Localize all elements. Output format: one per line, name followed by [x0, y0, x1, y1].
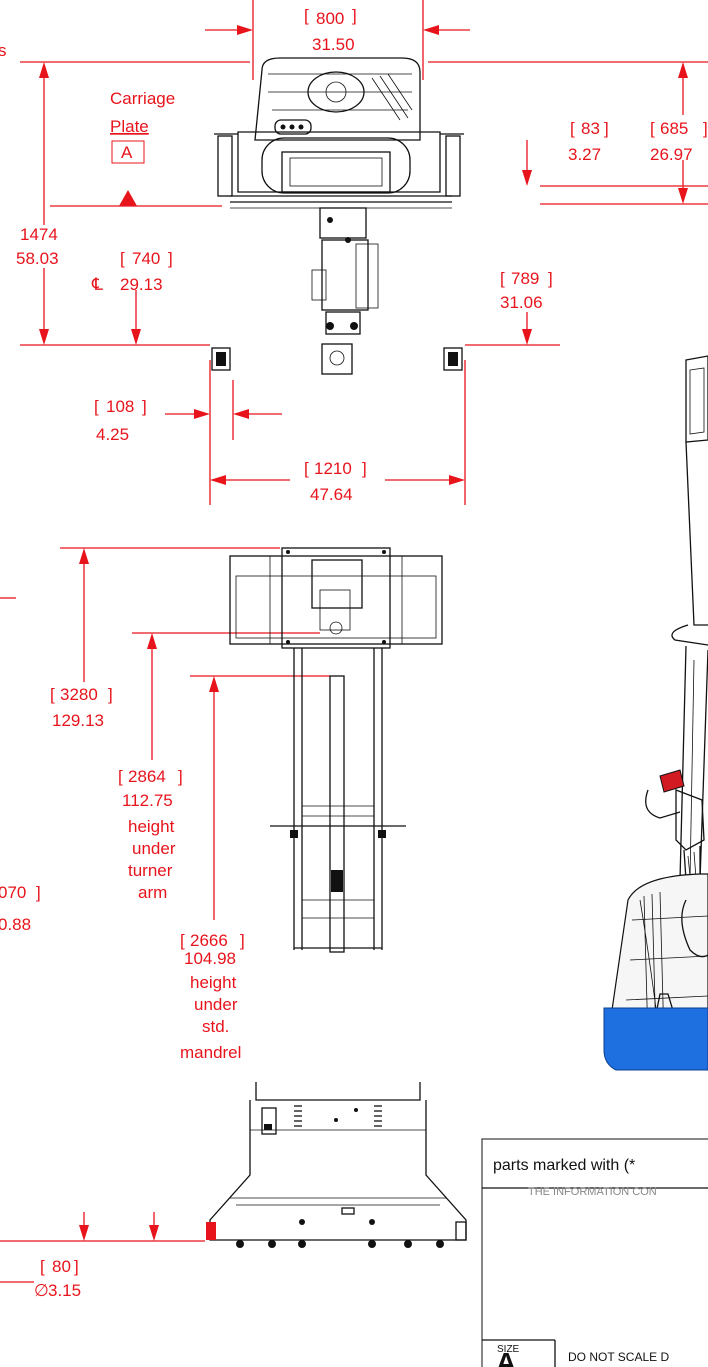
- width-in-label: 31.50: [312, 35, 355, 54]
- front-view-machine: [229, 547, 443, 953]
- length-mm-label: 1474: [20, 225, 58, 244]
- bracket-left: [: [500, 269, 505, 288]
- turner-note-line: arm: [138, 883, 167, 902]
- turner-height-mm-label: 2864: [128, 767, 166, 786]
- bracket-right: ]: [604, 119, 609, 138]
- bracket-left: [: [118, 767, 123, 786]
- bracket-right: ]: [142, 397, 147, 416]
- bracket-left: [: [304, 459, 309, 478]
- bracket-right: ]: [362, 459, 367, 478]
- datum-a-label: A: [121, 143, 133, 162]
- turner-note-line: turner: [128, 861, 173, 880]
- side-view-machine: [206, 1082, 467, 1248]
- mandrel-note-line: under: [194, 995, 238, 1014]
- handle-assembly: [645, 769, 705, 881]
- bracket-left: [: [180, 931, 185, 950]
- bracket-left: [: [570, 119, 575, 138]
- bracket-right: ]: [548, 269, 553, 288]
- mandrel-note-line: height: [190, 973, 237, 992]
- bracket-left: [: [94, 397, 99, 416]
- length-in-label: 58.03: [16, 249, 59, 268]
- front-view: 070 ] 0.88 [ 3280 ] 129.13 [ 2864 ] 112.…: [0, 547, 443, 1062]
- title-note: parts marked with (*: [493, 1157, 635, 1174]
- turner-note-line: under: [132, 839, 176, 858]
- wheel-offset-mm-label: 789: [511, 269, 539, 288]
- bracket-right: ]: [36, 883, 41, 902]
- title-faint-line: THE INFORMATION CON: [528, 1186, 657, 1198]
- bracket-left: [: [304, 6, 309, 25]
- truncated-left-label: s: [0, 41, 7, 60]
- size-value: A: [496, 1347, 516, 1367]
- width-mm-label: 800: [316, 9, 344, 28]
- wheel-offset-in-label: 31.06: [500, 293, 543, 312]
- title-block: parts marked with (* THE INFORMATION CON…: [481, 1138, 708, 1367]
- carriage-plate-label-line1: Carriage: [110, 89, 175, 108]
- track-mm-label: 1210: [314, 459, 352, 478]
- bracket-right: ]: [108, 685, 113, 704]
- truncated-mm-label: 070: [0, 883, 26, 902]
- mandrel-note-line: mandrel: [180, 1043, 241, 1062]
- bracket-right: ]: [240, 931, 245, 950]
- top-view: s Carriage Plate A 800 [ ] 31.50 [ 83 ] …: [0, 0, 708, 505]
- bracket-left: [: [650, 119, 655, 138]
- centerline-in-label: 29.13: [120, 275, 163, 294]
- wheel-width-in-label: 4.25: [96, 425, 129, 444]
- bracket-right: ]: [703, 119, 708, 138]
- side-view: [ 80 ] ∅ 3.15: [0, 1082, 467, 1300]
- side-vent-right: [374, 1105, 382, 1127]
- clearance-in-label: 3.15: [48, 1281, 81, 1300]
- overall-height-in-label: 129.13: [52, 711, 104, 730]
- mandrel-note-line: std.: [202, 1017, 229, 1036]
- size-label: SIZE: [497, 1344, 520, 1355]
- carriage-plate-label-line2: Plate: [110, 117, 149, 136]
- offset-in-label: 3.27: [568, 145, 601, 164]
- turner-note-line: height: [128, 817, 175, 836]
- mandrel-height-in-label: 104.98: [184, 949, 236, 968]
- track-in-label: 47.64: [310, 485, 353, 504]
- centerline-mm-label: 740: [132, 249, 160, 268]
- clearance-mm-label: 80: [52, 1257, 71, 1276]
- centerline-symbol: ℄: [91, 275, 103, 294]
- bracket-left: [: [40, 1257, 45, 1276]
- offset-mm-label: 83: [581, 119, 600, 138]
- wheel-width-mm-label: 108: [106, 397, 134, 416]
- mandrel-height-mm-label: 2666: [190, 931, 228, 950]
- bracket-right: ]: [74, 1257, 79, 1276]
- isometric-view: [603, 355, 708, 1071]
- overall-height-mm-label: 3280: [60, 685, 98, 704]
- bracket-right: ]: [352, 6, 357, 25]
- bracket-left: [: [50, 685, 55, 704]
- truncated-in-label: 0.88: [0, 915, 31, 934]
- clearance-symbol: ∅: [34, 1281, 49, 1300]
- top-view-machine: [211, 57, 464, 375]
- turner-height-in-label: 112.75: [122, 791, 173, 810]
- depth-in-label: 26.97: [650, 145, 693, 164]
- bracket-left: [: [120, 249, 125, 268]
- side-vent-left: [294, 1105, 302, 1127]
- bracket-right: ]: [178, 767, 183, 786]
- machine-body: [603, 873, 708, 1071]
- scale-note: DO NOT SCALE D: [568, 1350, 669, 1364]
- depth-mm-label: 685: [660, 119, 688, 138]
- bracket-right: ]: [168, 249, 173, 268]
